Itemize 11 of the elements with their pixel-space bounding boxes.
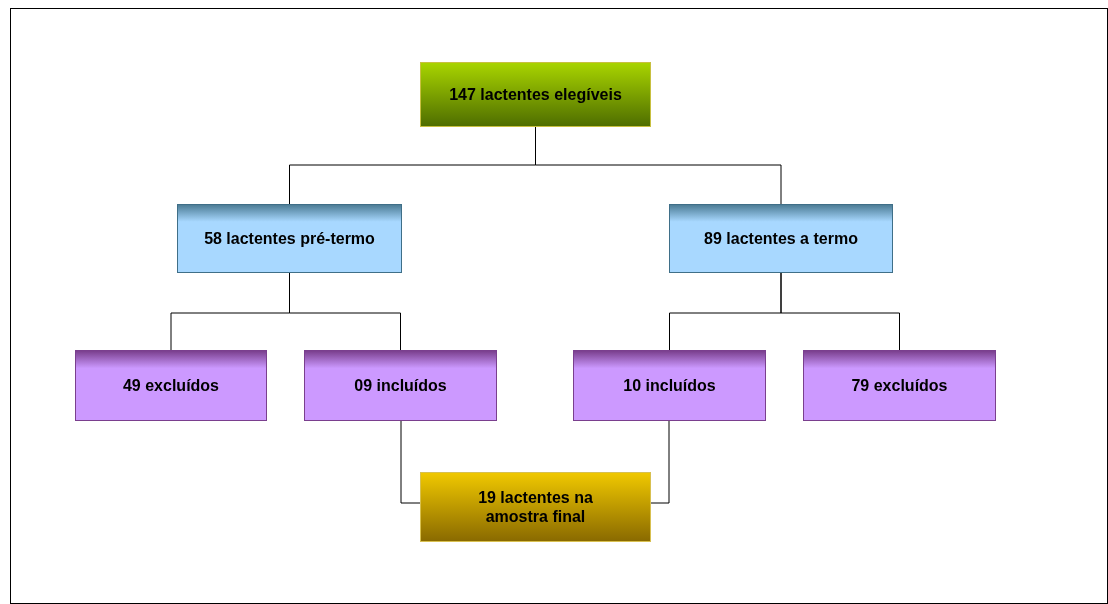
connector-line — [650, 420, 670, 504]
process-box: 10 incluídos — [573, 350, 766, 421]
process-box: 79 excluídos — [803, 350, 996, 421]
connector-line — [780, 272, 900, 351]
connector-line — [400, 420, 421, 504]
process-box: 147 lactentes elegíveis — [420, 62, 651, 127]
process-box: 89 lactentes a termo — [669, 204, 893, 273]
process-box: 49 excluídos — [75, 350, 267, 421]
process-box: 19 lactentes na amostra final — [420, 472, 651, 542]
process-box: 58 lactentes pré-termo — [177, 204, 402, 273]
process-box: 09 incluídos — [304, 350, 497, 421]
